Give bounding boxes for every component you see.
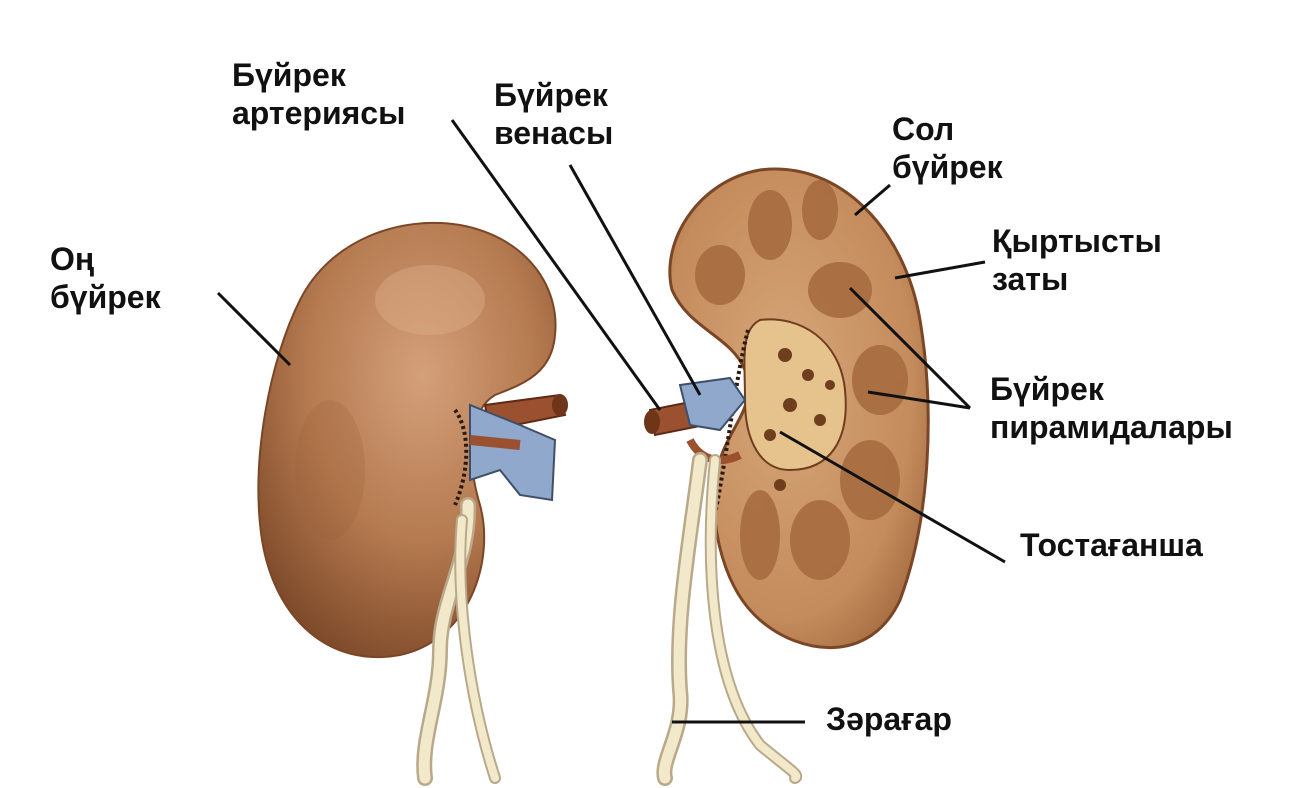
label-renal-pyramids: Бүйрек пирамидалары bbox=[990, 370, 1233, 446]
leader-left-kidney bbox=[855, 185, 890, 215]
label-ureter: Зәрағар bbox=[826, 700, 952, 738]
label-cortex: Қыртысты заты bbox=[992, 222, 1162, 298]
leader-cortex bbox=[895, 262, 985, 278]
label-right-kidney: Оң бүйрек bbox=[50, 240, 161, 316]
label-renal-artery: Бүйрек артериясы bbox=[232, 56, 405, 132]
label-calyx: Тостағанша bbox=[1020, 526, 1203, 564]
label-left-kidney: Сол бүйрек bbox=[892, 110, 1003, 186]
left-vein bbox=[680, 378, 745, 430]
leader-right-kidney bbox=[218, 293, 290, 365]
label-renal-vein: Бүйрек венасы bbox=[494, 76, 613, 152]
